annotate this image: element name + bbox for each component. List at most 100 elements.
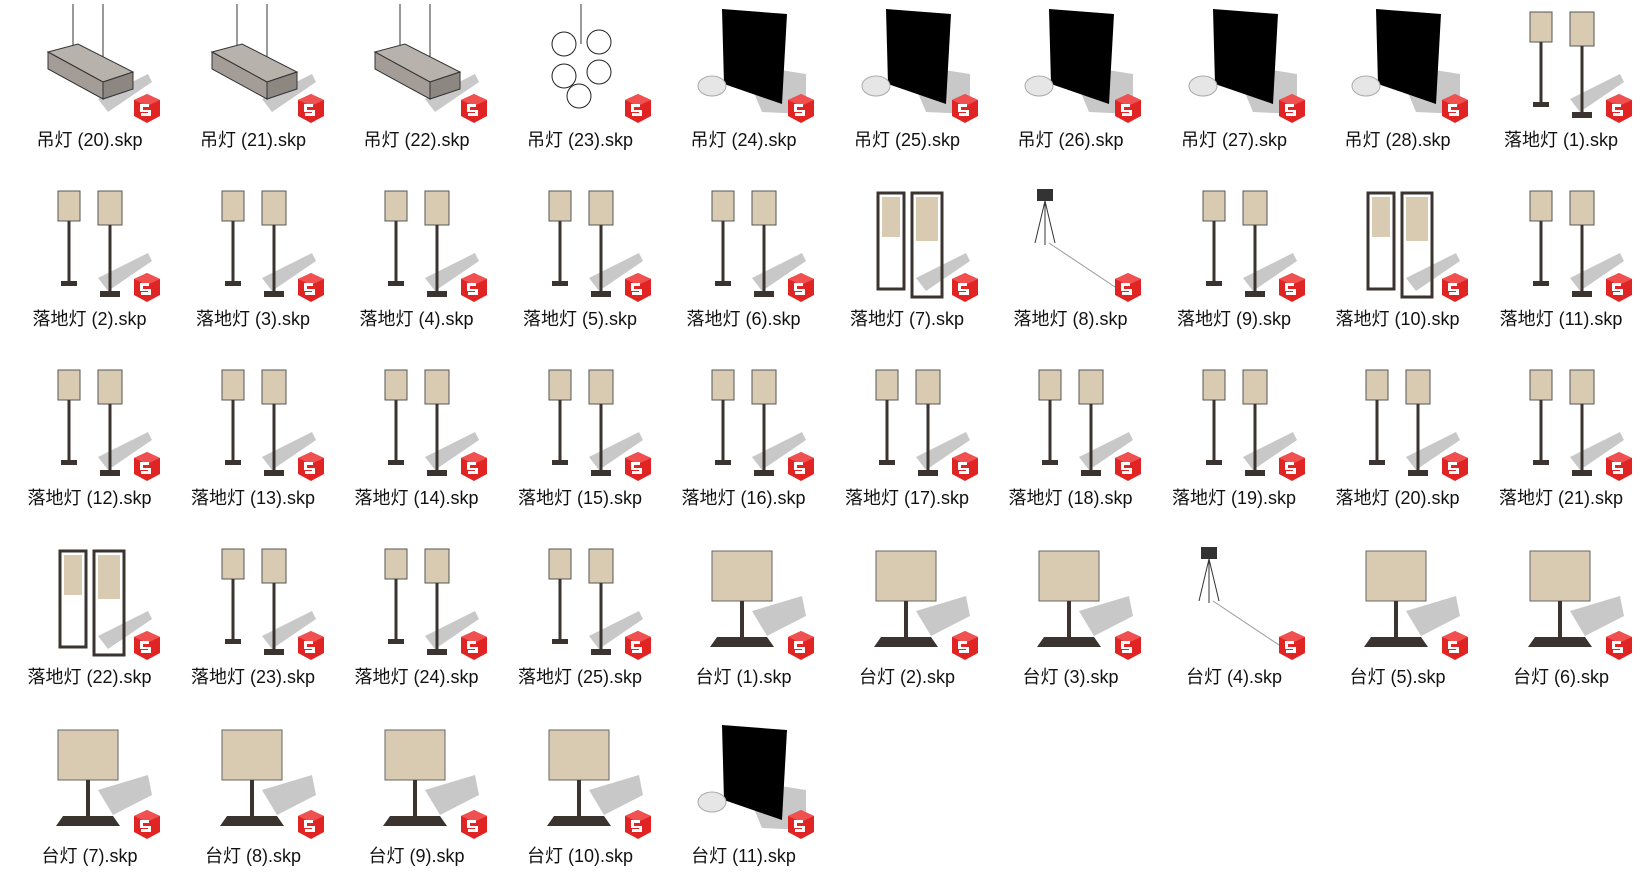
sketchup-file-icon xyxy=(950,629,980,661)
file-thumbnail xyxy=(546,729,643,826)
file-name: 落地灯 (13).skp xyxy=(190,488,316,508)
sketchup-file-icon xyxy=(459,808,489,840)
sketchup-file-icon xyxy=(1277,629,1307,661)
file-name: 落地灯 (10).skp xyxy=(1335,309,1460,329)
file-item[interactable]: 吊灯 (25).skp xyxy=(826,0,989,179)
file-name: 落地灯 (4).skp xyxy=(359,309,474,329)
file-item[interactable]: 台灯 (11).skp xyxy=(662,716,825,895)
file-item[interactable]: 台灯 (1).skp xyxy=(662,537,825,716)
sketchup-file-icon xyxy=(296,271,326,303)
sketchup-file-icon xyxy=(950,450,980,482)
file-item[interactable]: 台灯 (4).skp xyxy=(1153,537,1316,716)
file-item[interactable]: 落地灯 (8).skp xyxy=(989,179,1152,358)
file-thumbnail xyxy=(57,369,152,476)
file-item[interactable]: 台灯 (10).skp xyxy=(499,716,662,895)
file-item[interactable]: 落地灯 (1).skp xyxy=(1480,0,1643,179)
file-name: 落地灯 (2).skp xyxy=(32,309,147,329)
file-item[interactable]: 吊灯 (21).skp xyxy=(172,0,335,179)
file-name: 落地灯 (9).skp xyxy=(1176,309,1291,329)
file-item[interactable]: 落地灯 (15).skp xyxy=(499,358,662,537)
file-thumbnail xyxy=(1529,190,1624,297)
file-name: 台灯 (11).skp xyxy=(691,846,796,866)
file-item[interactable]: 吊灯 (24).skp xyxy=(662,0,825,179)
file-name: 落地灯 (20).skp xyxy=(1335,488,1460,508)
file-name: 落地灯 (25).skp xyxy=(517,667,643,687)
file-thumbnail xyxy=(551,4,611,109)
file-name: 台灯 (2).skp xyxy=(858,667,955,687)
file-item[interactable]: 落地灯 (2).skp xyxy=(8,179,171,358)
file-item[interactable]: 落地灯 (18).skp xyxy=(989,358,1152,537)
file-item[interactable]: 落地灯 (17).skp xyxy=(826,358,989,537)
file-item[interactable]: 落地灯 (10).skp xyxy=(1316,179,1479,358)
sketchup-file-icon xyxy=(296,808,326,840)
sketchup-file-icon xyxy=(623,808,653,840)
file-item[interactable]: 落地灯 (7).skp xyxy=(826,179,989,358)
sketchup-file-icon xyxy=(786,450,816,482)
file-item[interactable]: 落地灯 (3).skp xyxy=(172,179,335,358)
sketchup-file-icon xyxy=(296,92,326,124)
file-item[interactable]: 落地灯 (20).skp xyxy=(1316,358,1479,537)
file-item[interactable]: 落地灯 (9).skp xyxy=(1153,179,1316,358)
file-item[interactable]: 台灯 (3).skp xyxy=(989,537,1152,716)
file-item[interactable]: 落地灯 (14).skp xyxy=(335,358,498,537)
file-item[interactable]: 落地灯 (5).skp xyxy=(499,179,662,358)
file-thumbnail xyxy=(711,190,806,297)
file-item[interactable]: 台灯 (9).skp xyxy=(335,716,498,895)
file-thumbnail xyxy=(373,4,479,112)
file-item[interactable]: 落地灯 (16).skp xyxy=(662,358,825,537)
file-name: 落地灯 (3).skp xyxy=(195,309,310,329)
sketchup-file-icon xyxy=(296,629,326,661)
file-item[interactable]: 吊灯 (22).skp xyxy=(335,0,498,179)
file-name: 落地灯 (16).skp xyxy=(681,488,806,508)
sketchup-file-icon xyxy=(1277,92,1307,124)
sketchup-file-icon xyxy=(623,271,653,303)
file-item[interactable]: 台灯 (2).skp xyxy=(826,537,989,716)
file-item[interactable]: 落地灯 (25).skp xyxy=(499,537,662,716)
file-name: 落地灯 (8).skp xyxy=(1013,309,1128,329)
file-item[interactable]: 吊灯 (20).skp xyxy=(8,0,171,179)
file-thumbnail xyxy=(384,190,479,297)
sketchup-file-icon xyxy=(459,92,489,124)
file-item[interactable]: 吊灯 (26).skp xyxy=(989,0,1152,179)
file-thumbnail xyxy=(697,9,806,114)
file-item[interactable]: 落地灯 (23).skp xyxy=(172,537,335,716)
file-thumbnail xyxy=(548,548,643,655)
sketchup-file-icon xyxy=(786,92,816,124)
file-item[interactable]: 落地灯 (13).skp xyxy=(172,358,335,537)
file-name: 台灯 (5).skp xyxy=(1349,667,1446,687)
file-item[interactable]: 落地灯 (19).skp xyxy=(1153,358,1316,537)
file-thumbnail xyxy=(221,548,316,655)
file-thumbnail xyxy=(219,729,316,826)
sketchup-file-icon xyxy=(623,92,653,124)
file-name: 吊灯 (22).skp xyxy=(363,130,470,150)
file-item[interactable]: 吊灯 (27).skp xyxy=(1153,0,1316,179)
file-item[interactable]: 落地灯 (21).skp xyxy=(1480,358,1643,537)
sketchup-file-icon xyxy=(1277,450,1307,482)
file-item[interactable]: 落地灯 (6).skp xyxy=(662,179,825,358)
sketchup-file-icon xyxy=(1113,92,1143,124)
file-item[interactable]: 吊灯 (28).skp xyxy=(1316,0,1479,179)
file-name: 吊灯 (28).skp xyxy=(1344,130,1451,150)
sketchup-file-icon xyxy=(786,808,816,840)
file-item[interactable]: 台灯 (5).skp xyxy=(1316,537,1479,716)
file-item[interactable]: 台灯 (7).skp xyxy=(8,716,171,895)
file-name: 吊灯 (23).skp xyxy=(526,130,634,150)
file-item[interactable]: 落地灯 (22).skp xyxy=(8,537,171,716)
file-name: 台灯 (3).skp xyxy=(1022,667,1119,687)
file-item[interactable]: 落地灯 (12).skp xyxy=(8,358,171,537)
file-item[interactable]: 落地灯 (11).skp xyxy=(1480,179,1643,358)
sketchup-file-icon xyxy=(459,271,489,303)
file-item[interactable]: 台灯 (6).skp xyxy=(1480,537,1643,716)
file-name: 落地灯 (11).skp xyxy=(1499,309,1623,329)
file-item[interactable]: 吊灯 (23).skp xyxy=(499,0,662,179)
file-thumbnail xyxy=(876,191,970,299)
sketchup-file-icon xyxy=(1440,271,1470,303)
file-item[interactable]: 落地灯 (24).skp xyxy=(335,537,498,716)
file-item[interactable]: 落地灯 (4).skp xyxy=(335,179,498,358)
file-name: 落地灯 (7).skp xyxy=(849,309,964,329)
file-item[interactable]: 台灯 (8).skp xyxy=(172,716,335,895)
file-thumbnail xyxy=(1037,550,1133,647)
sketchup-file-icon xyxy=(1113,629,1143,661)
sketchup-file-icon xyxy=(1440,629,1470,661)
file-name: 落地灯 (17).skp xyxy=(844,488,970,508)
